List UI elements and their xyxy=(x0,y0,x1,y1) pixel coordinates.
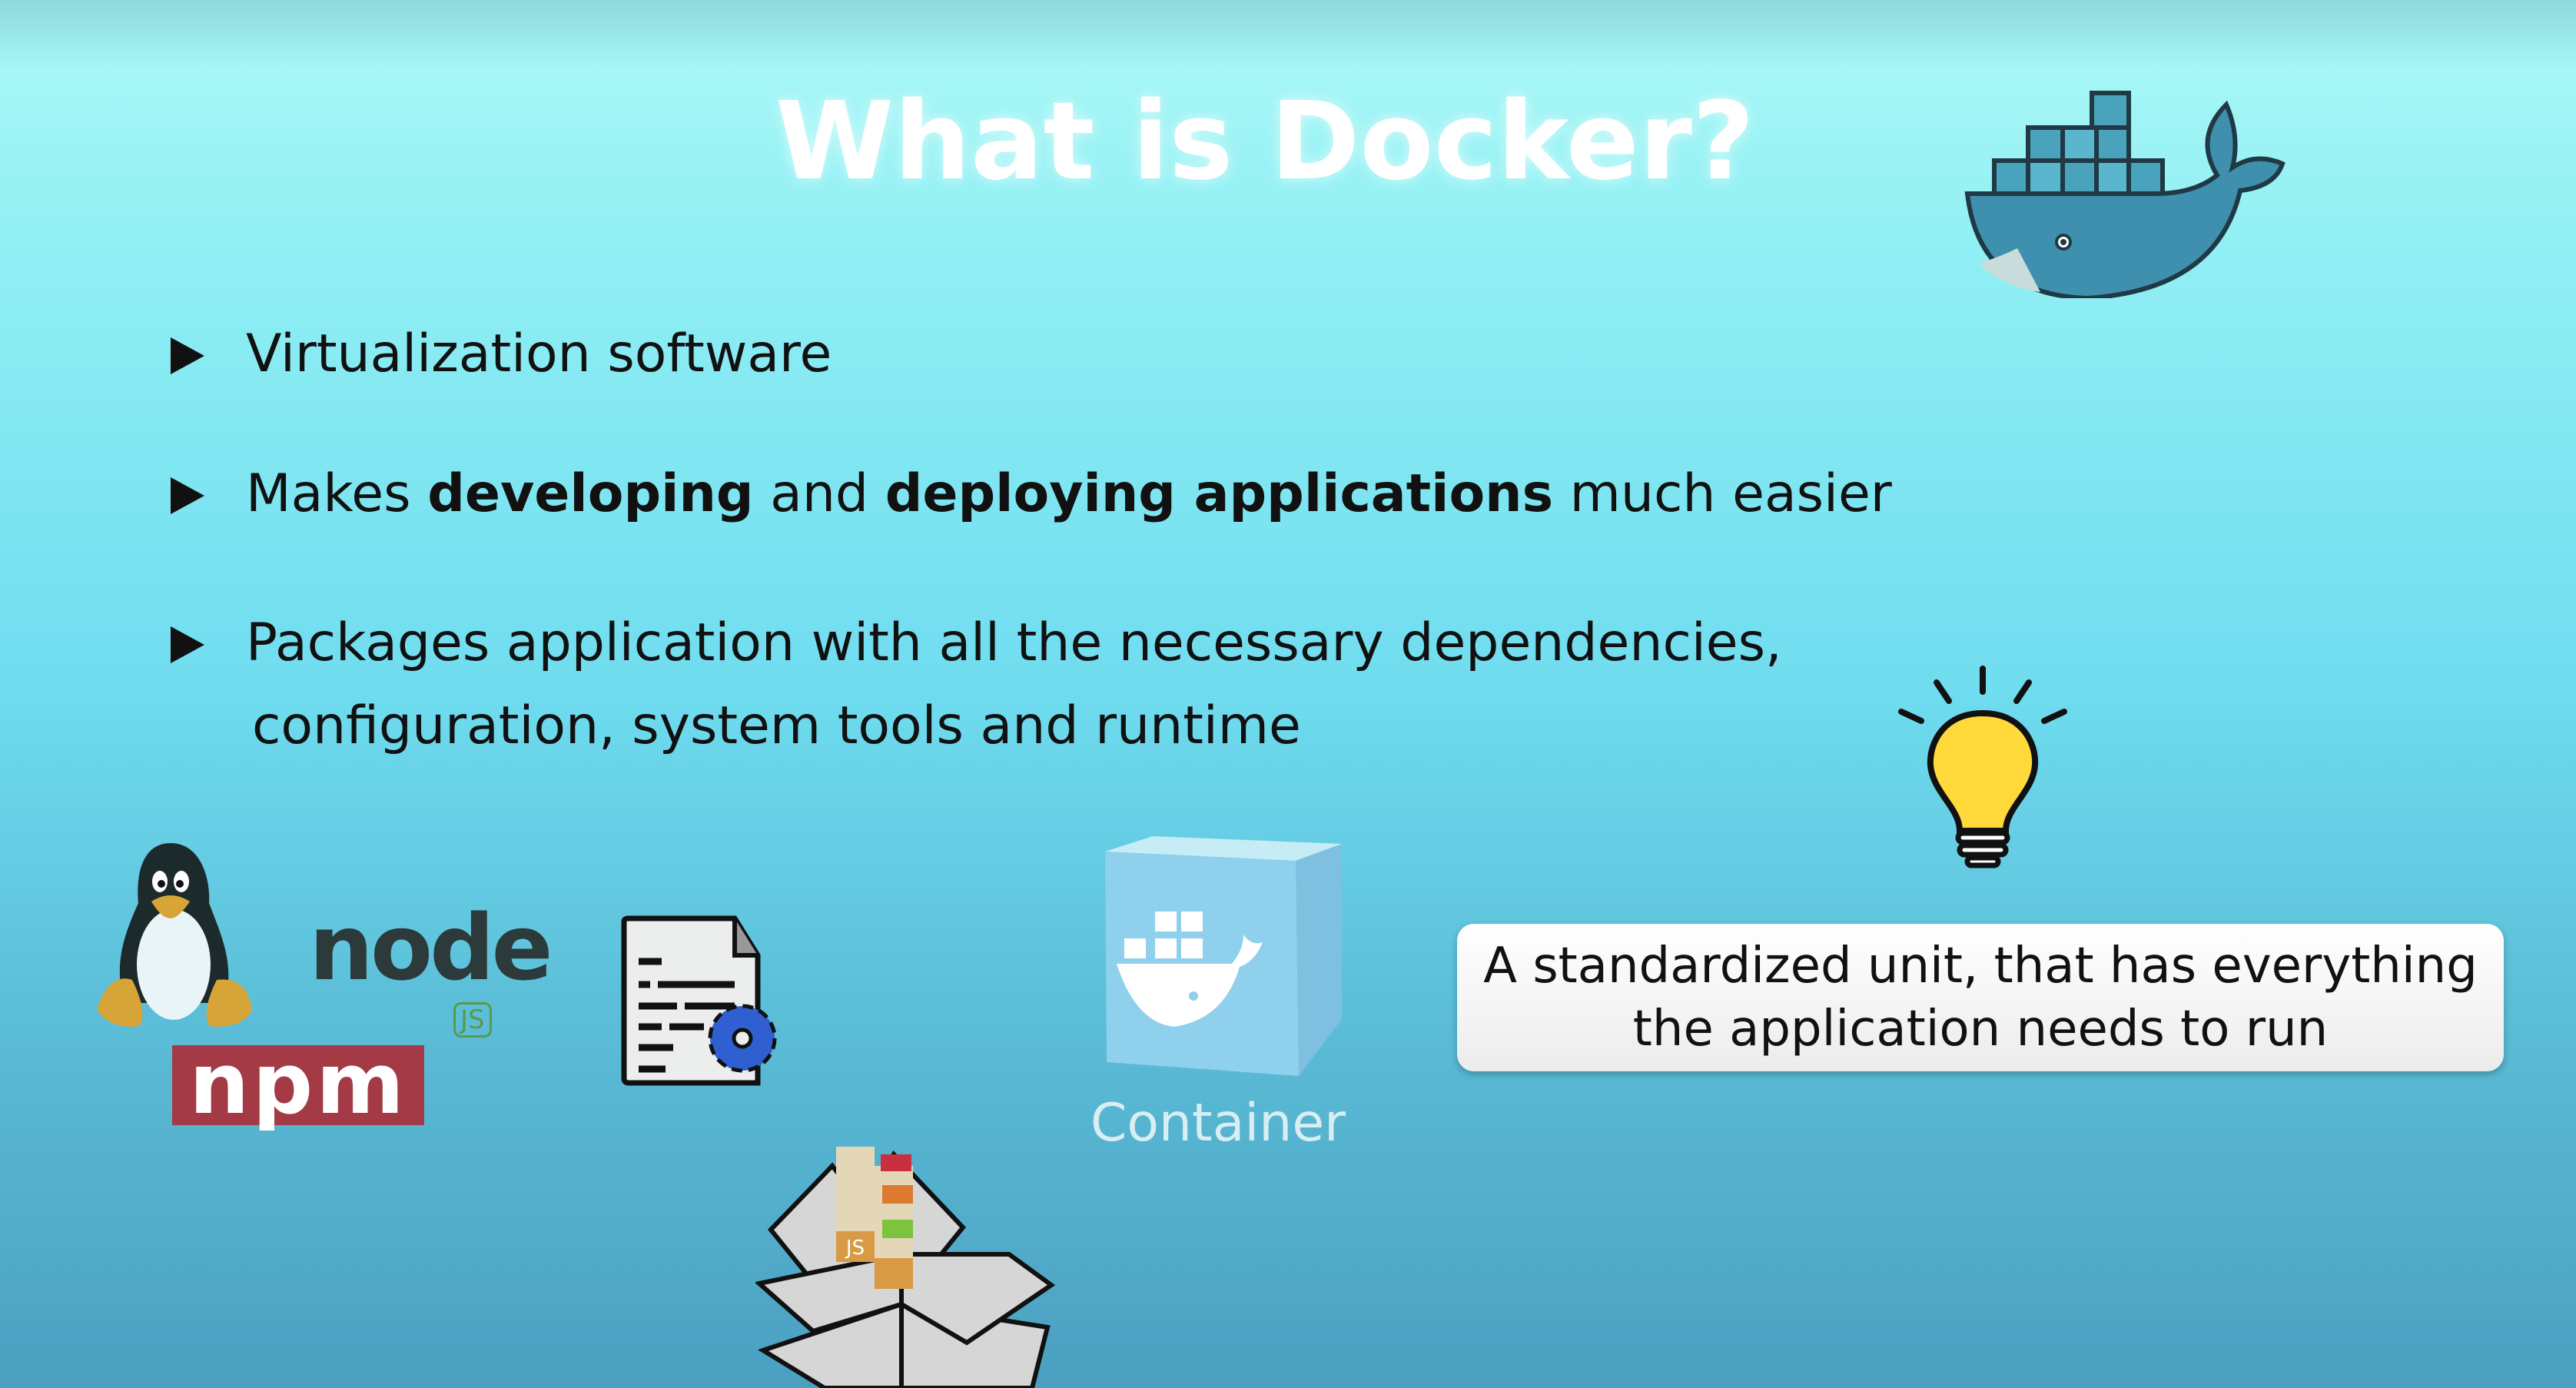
bullet-triangle-icon xyxy=(171,477,204,514)
lightbulb-icon xyxy=(1898,666,2067,868)
bullet-triangle-icon xyxy=(171,626,204,663)
bullet-continuation: configuration, system tools and runtime xyxy=(252,696,1301,756)
bullet-developing: Makes developing and deploying applicati… xyxy=(171,461,1892,527)
linux-penguin-icon xyxy=(97,843,252,1027)
bullet-bold-text: deploying applications xyxy=(885,463,1554,524)
slide-title: What is Docker? xyxy=(775,79,1755,204)
bullet-text: Makes xyxy=(246,463,428,524)
bullet-text: much easier xyxy=(1553,463,1892,524)
container-label: Container xyxy=(1090,1093,1346,1154)
bullet-triangle-icon xyxy=(171,337,204,374)
js-file-label: JS xyxy=(845,1237,865,1260)
bullet-text: Virtualization software xyxy=(246,324,832,384)
bullet-text: Packages application with all the necess… xyxy=(246,613,1782,673)
open-box-with-js-files-icon: JS xyxy=(755,1147,1056,1388)
bullet-virtualization: Virtualization software xyxy=(171,321,832,387)
bullet-text: and xyxy=(753,463,885,524)
nodejs-logo-text: node xyxy=(309,895,553,1001)
npm-logo-icon: npm xyxy=(172,1041,424,1126)
docker-whale-logo-icon xyxy=(1964,91,2286,298)
callout-line-1: A standardized unit, that has everything xyxy=(1483,938,2478,995)
bullet-bold-text: developing xyxy=(427,463,754,524)
docker-container-cube-icon xyxy=(1105,836,1342,1076)
nodejs-js-badge: JS xyxy=(453,1002,492,1038)
callout-line-2: the application needs to run xyxy=(1632,1001,2329,1058)
config-file-gear-icon xyxy=(621,915,777,1086)
bullet-packages: Packages application with all the necess… xyxy=(171,610,1782,676)
standardized-unit-callout: A standardized unit, that has everything… xyxy=(1457,924,2504,1071)
